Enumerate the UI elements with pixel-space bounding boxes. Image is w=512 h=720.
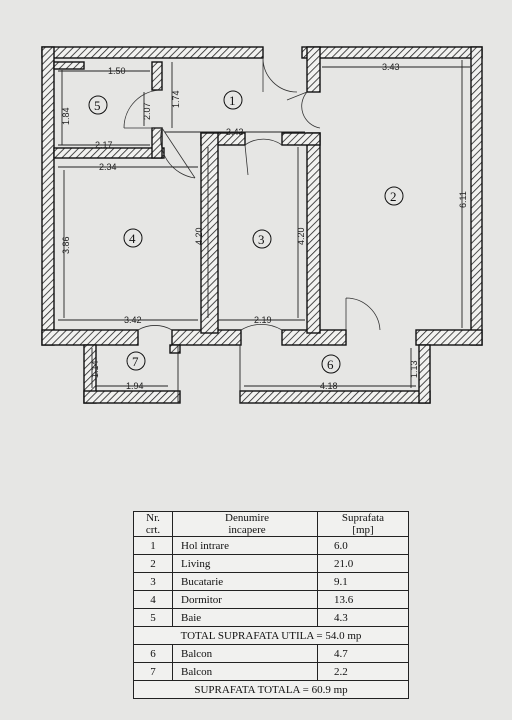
floor-plan: 1.50 3.43 1.84 2.07 1.74 3.43 2.17 2.34 … xyxy=(41,46,483,404)
table-row: 7 Balcon 2.2 xyxy=(133,662,409,681)
total-all-row: SUPRAFATA TOTALA = 60.9 mp xyxy=(133,680,409,699)
dim-label: 1.94 xyxy=(126,381,144,391)
dim-label: 3.42 xyxy=(124,315,142,325)
table-row: 4 Dormitor 13.6 xyxy=(133,590,409,609)
header-area: Suprafata[mp] xyxy=(317,511,409,537)
dimension-labels: 1.50 3.43 1.84 2.07 1.74 3.43 2.17 2.34 … xyxy=(61,62,468,391)
table-row: 1 Hol intrare 6.0 xyxy=(133,536,409,555)
dim-label: 1.84 xyxy=(61,107,71,125)
dim-label: 4.20 xyxy=(296,227,306,245)
dim-label: 3.43 xyxy=(382,62,400,72)
dim-label: 4.20 xyxy=(194,227,204,245)
table-row: 3 Bucatarie 9.1 xyxy=(133,572,409,591)
room-number: 5 xyxy=(94,98,101,113)
room-markers: 1 2 3 4 5 6 7 xyxy=(88,90,404,374)
dim-label: 2.17 xyxy=(95,140,113,150)
dim-label: 2.19 xyxy=(254,315,272,325)
header-nr: Nr.crt. xyxy=(133,511,173,537)
dim-label: 1.50 xyxy=(108,66,126,76)
dim-label: 3.43 xyxy=(226,127,244,137)
walls xyxy=(41,46,483,404)
dim-label: 3.86 xyxy=(61,236,71,254)
dim-label: 2.34 xyxy=(99,162,117,172)
room-number: 7 xyxy=(132,354,139,369)
dim-label: 1.13 xyxy=(409,360,419,378)
door-swings xyxy=(123,57,381,403)
dim-label: 6.11 xyxy=(458,191,468,208)
room-number: 3 xyxy=(258,232,265,247)
room-number: 6 xyxy=(327,357,334,372)
table-row: 5 Baie 4.3 xyxy=(133,608,409,627)
dim-label: 2.07 xyxy=(142,102,152,120)
dimension-lines xyxy=(58,60,470,388)
table-row: 2 Living 21.0 xyxy=(133,554,409,573)
dim-label: 1.14 xyxy=(90,360,100,378)
room-number: 1 xyxy=(229,93,236,108)
total-useful-row: TOTAL SUPRAFATA UTILA = 54.0 mp xyxy=(133,626,409,645)
room-number: 2 xyxy=(390,189,397,204)
table-row: 6 Balcon 4.7 xyxy=(133,644,409,663)
room-number: 4 xyxy=(129,231,136,246)
dim-label: 1.74 xyxy=(171,90,181,108)
dim-label: 4.18 xyxy=(320,381,338,391)
